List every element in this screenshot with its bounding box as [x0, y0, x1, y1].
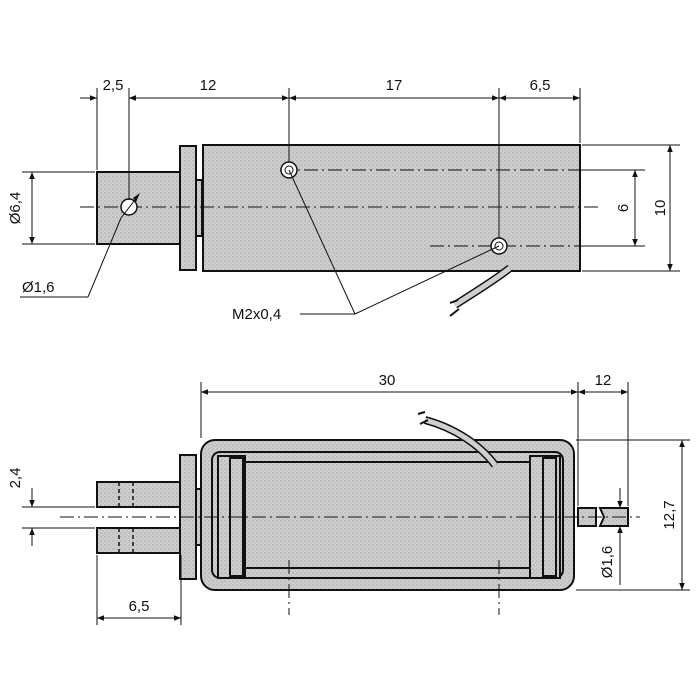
dim-hole-spacing: 17	[386, 77, 403, 94]
dim-pin-dia-top: Ø1,6	[22, 279, 55, 296]
dim-stroke: 12	[595, 372, 612, 389]
dim-body-length: 30	[379, 372, 396, 389]
dim-plunger-tip: 2,5	[103, 77, 124, 94]
thread-label: M2x0,4	[232, 306, 281, 323]
solenoid-body-top	[202, 144, 581, 272]
coil	[244, 461, 531, 569]
dim-body-height-top: 10	[652, 200, 669, 217]
dim-slot: 2,4	[7, 468, 24, 489]
dim-rear-offset: 6,5	[530, 77, 551, 94]
top-view: 2,5 12 17 6,5 Ø6,4 6 10 Ø1,6 M2x0,4	[7, 77, 680, 323]
dim-hole-offset: 6	[615, 204, 632, 212]
flange-ring-top	[195, 179, 203, 237]
dim-body-height-side: 12,7	[661, 500, 678, 529]
plunger-lower	[96, 527, 182, 554]
dim-plunger-len: 6,5	[129, 598, 150, 615]
side-view: 30 12 2,4 6,5 Ø1,6 12,7	[7, 372, 690, 625]
dim-plunger-dia: Ø6,4	[7, 192, 24, 225]
flange-top	[179, 145, 197, 271]
plunger-upper	[96, 481, 182, 508]
dim-pin-dia-side: Ø1,6	[599, 546, 616, 579]
dim-first-hole: 12	[200, 77, 217, 94]
plunger-top	[96, 171, 182, 245]
